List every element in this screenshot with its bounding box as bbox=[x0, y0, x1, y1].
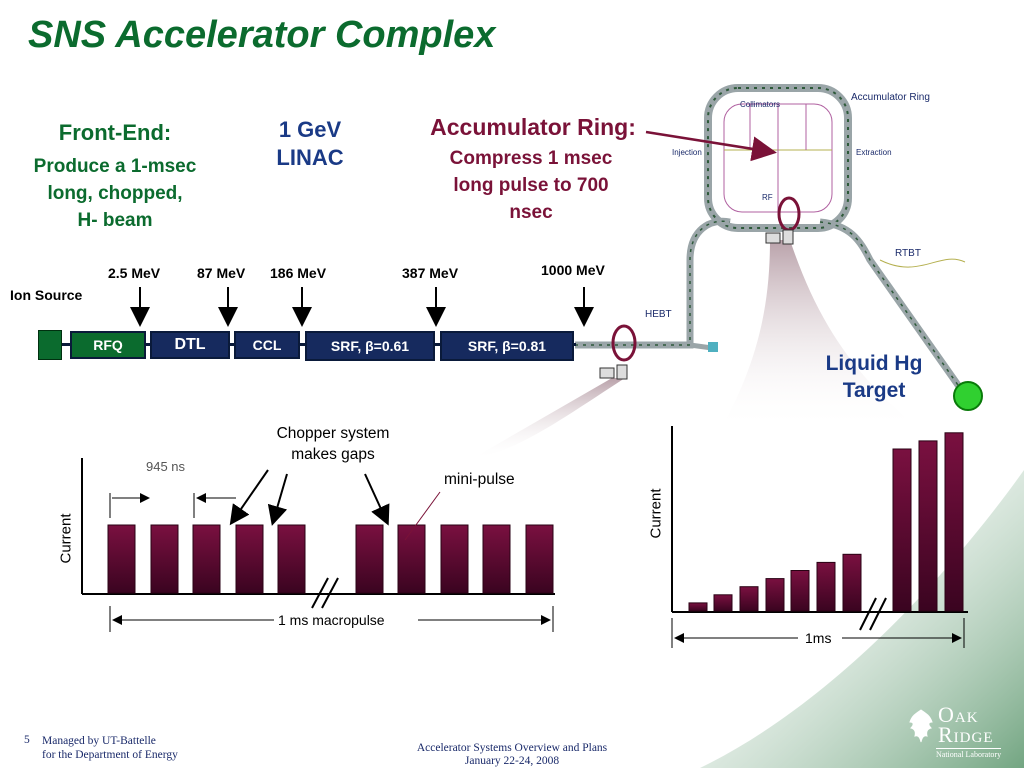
accumulator-line-1: Compress 1 msec bbox=[449, 148, 613, 169]
chart1-bar bbox=[355, 524, 384, 594]
ring-label-rf: RF bbox=[762, 193, 773, 202]
linac-monitor-icon bbox=[599, 364, 628, 380]
accumulator-line-3: nsec bbox=[509, 202, 553, 223]
ring-label-rtbt: RTBT bbox=[895, 248, 921, 259]
ion-source-block bbox=[38, 330, 62, 360]
chart1-bar bbox=[397, 524, 426, 594]
chopper-arrow-3 bbox=[364, 473, 390, 526]
corner-swoosh bbox=[700, 470, 1024, 768]
chopper-label-line-1: Chopper system bbox=[276, 425, 390, 442]
chart2-bar bbox=[944, 432, 964, 612]
oak-leaf-icon bbox=[906, 708, 936, 744]
chart2-bar bbox=[918, 440, 938, 612]
chart1-bars bbox=[107, 524, 554, 594]
linac-line-2: LINAC bbox=[276, 145, 344, 170]
chart2-break-1 bbox=[859, 597, 877, 631]
accumulator-description: Compress 1 msec long pulse to 700 nsec bbox=[418, 145, 644, 226]
footer-center-line-1: Accelerator Systems Overview and Plans bbox=[416, 742, 608, 754]
chart2-bar bbox=[842, 553, 862, 612]
chart2-bar bbox=[688, 602, 708, 612]
chart1-break-2 bbox=[321, 577, 339, 609]
footer-left-line-2: for the Department of Energy bbox=[42, 749, 178, 761]
accumulator-heading: Accumulator Ring: bbox=[430, 114, 636, 140]
footer-left: Managed by UT-Battelle for the Departmen… bbox=[42, 734, 178, 762]
chart1-bar bbox=[192, 524, 221, 594]
ion-source-label: Ion Source bbox=[10, 287, 83, 303]
energy-label-3: 186 MeV bbox=[270, 265, 327, 281]
hebt-line bbox=[575, 217, 731, 349]
chart1-ylabel: Current bbox=[57, 513, 75, 564]
chart2-ylabel: Current bbox=[647, 488, 665, 539]
chart2-bar bbox=[790, 570, 810, 612]
macropulse-chart bbox=[81, 458, 555, 632]
target-label-line-2: Target bbox=[842, 379, 906, 402]
chart1-bar bbox=[107, 524, 136, 594]
linac-monitor-marker bbox=[611, 324, 637, 362]
chopper-arrow-1 bbox=[229, 469, 269, 526]
funnel-linac bbox=[470, 378, 625, 460]
footer-center-line-2: January 22-24, 2008 bbox=[464, 755, 560, 767]
target-label: Liquid Hg Target bbox=[804, 350, 944, 404]
ring-chart bbox=[671, 426, 968, 648]
accumulator-line-2: long pulse to 700 bbox=[453, 175, 609, 196]
chopper-arrow-2 bbox=[267, 473, 288, 526]
minipulse-label: mini-pulse bbox=[444, 471, 515, 488]
chart1-bar bbox=[150, 524, 179, 594]
footer-center: Accelerator Systems Overview and Plans J… bbox=[372, 742, 652, 768]
chart1-span-label: 1 ms macropulse bbox=[278, 612, 385, 628]
chart2-bar bbox=[765, 578, 785, 612]
chart2-bar bbox=[892, 448, 912, 612]
slide-title: SNS Accelerator Complex bbox=[28, 14, 496, 56]
linac-line-1: 1 GeV bbox=[278, 117, 342, 142]
accumulator-pointer bbox=[645, 130, 777, 162]
ornl-logo-text: Oak Ridge bbox=[938, 702, 994, 747]
slide-number: 5 bbox=[24, 734, 30, 746]
target-label-line-1: Liquid Hg bbox=[825, 352, 923, 375]
ring-label-injection: Injection bbox=[672, 148, 702, 157]
chart2-span-label: 1ms bbox=[805, 630, 832, 646]
energy-label-2: 87 MeV bbox=[197, 265, 246, 281]
ring-label-hebt: HEBT bbox=[645, 309, 672, 320]
chart2-bar bbox=[739, 586, 759, 612]
chart1-bar bbox=[235, 524, 264, 594]
chart2-break-2 bbox=[869, 597, 887, 631]
chart1-bar bbox=[440, 524, 469, 594]
ring-monitor-icon bbox=[765, 229, 794, 245]
chopper-label: Chopper system makes gaps bbox=[243, 423, 423, 465]
funnel-ring bbox=[720, 240, 920, 430]
energy-label-5: 1000 MeV bbox=[541, 262, 605, 278]
front-end-line-2: long, chopped, bbox=[47, 183, 183, 204]
target-icon bbox=[953, 381, 983, 411]
chopper-label-line-2: makes gaps bbox=[291, 446, 375, 463]
minipulse-pointer bbox=[404, 491, 441, 541]
chart2-bars bbox=[688, 432, 964, 612]
dtl-segment: DTL bbox=[150, 331, 230, 359]
linac-label: 1 GeV LINAC bbox=[250, 116, 370, 172]
chart1-break-1 bbox=[311, 577, 329, 609]
ring-label-collimators: Collimators bbox=[740, 100, 781, 109]
logo-line-2: Ridge bbox=[938, 722, 994, 747]
chart1-bar bbox=[525, 524, 554, 594]
front-end-heading: Front-End: bbox=[58, 120, 172, 145]
rfq-segment: RFQ bbox=[70, 331, 146, 359]
chart2-bar bbox=[713, 594, 733, 612]
chart1-bar bbox=[277, 524, 306, 594]
front-end-line-3: H- beam bbox=[77, 210, 153, 231]
chart2-bar bbox=[816, 561, 836, 612]
srf-081-segment: SRF, β=0.81 bbox=[440, 331, 574, 361]
srf-061-segment: SRF, β=0.61 bbox=[305, 331, 435, 361]
front-end-description: Produce a 1-msec long, chopped, H- beam bbox=[8, 153, 222, 234]
chart1-spacing-label: 945 ns bbox=[146, 459, 186, 474]
ring-label-extraction: Extraction bbox=[856, 148, 892, 157]
front-end-line-1: Produce a 1-msec bbox=[33, 156, 197, 177]
energy-label-4: 387 MeV bbox=[402, 265, 459, 281]
ring-label-accumulator: Accumulator Ring bbox=[851, 92, 930, 103]
chart1-bar bbox=[482, 524, 511, 594]
ccl-segment: CCL bbox=[234, 331, 300, 359]
energy-label-1: 2.5 MeV bbox=[108, 265, 161, 281]
logo-line-1: Oak bbox=[938, 702, 979, 727]
logo-line-3: National Laboratory bbox=[936, 748, 1002, 759]
footer-left-line-1: Managed by UT-Battelle bbox=[42, 735, 156, 747]
